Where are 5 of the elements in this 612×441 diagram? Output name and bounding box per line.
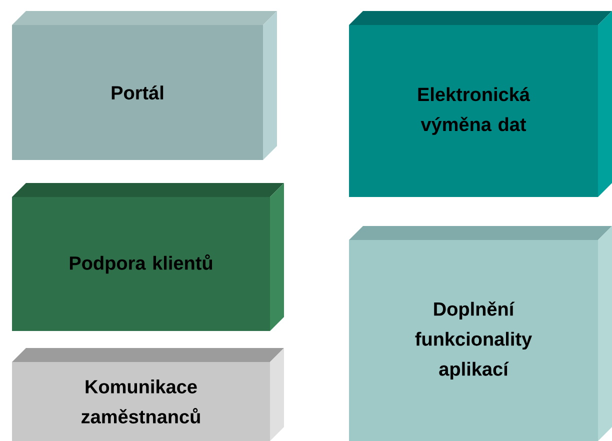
block: Komunikace zaměstnanců xyxy=(12,348,284,441)
block: Doplnění funkcionality aplikací xyxy=(349,226,612,441)
block: Podpora klientů xyxy=(12,183,284,331)
block: Portál xyxy=(12,11,277,160)
block: Elektronická výměna dat xyxy=(349,11,612,197)
